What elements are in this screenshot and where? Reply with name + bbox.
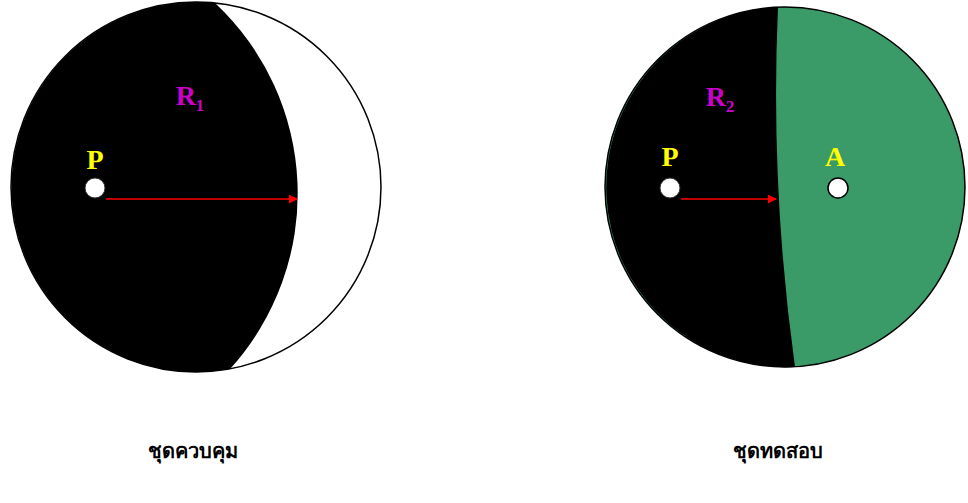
point-dot (85, 178, 105, 198)
point-label: A (825, 143, 845, 171)
dark-region (11, 2, 297, 372)
point-label: P (661, 143, 678, 171)
circle-outline (605, 7, 965, 367)
radius-arrow (681, 198, 776, 200)
circle-outline (11, 2, 381, 372)
caption-label: ชุดทดสอบ (733, 439, 823, 463)
point-dot (660, 178, 680, 198)
point-label: P (86, 146, 103, 174)
radius-arrow (106, 198, 297, 200)
point-label: R₂ (706, 83, 735, 111)
point-label: R₁ (176, 82, 205, 110)
circle-region: R₂ P A (605, 7, 965, 367)
dark-region (606, 7, 795, 367)
circle-region: R₁ P (11, 2, 381, 372)
point-dot (828, 178, 848, 198)
caption-label: ชุดควบคุม (148, 439, 238, 463)
